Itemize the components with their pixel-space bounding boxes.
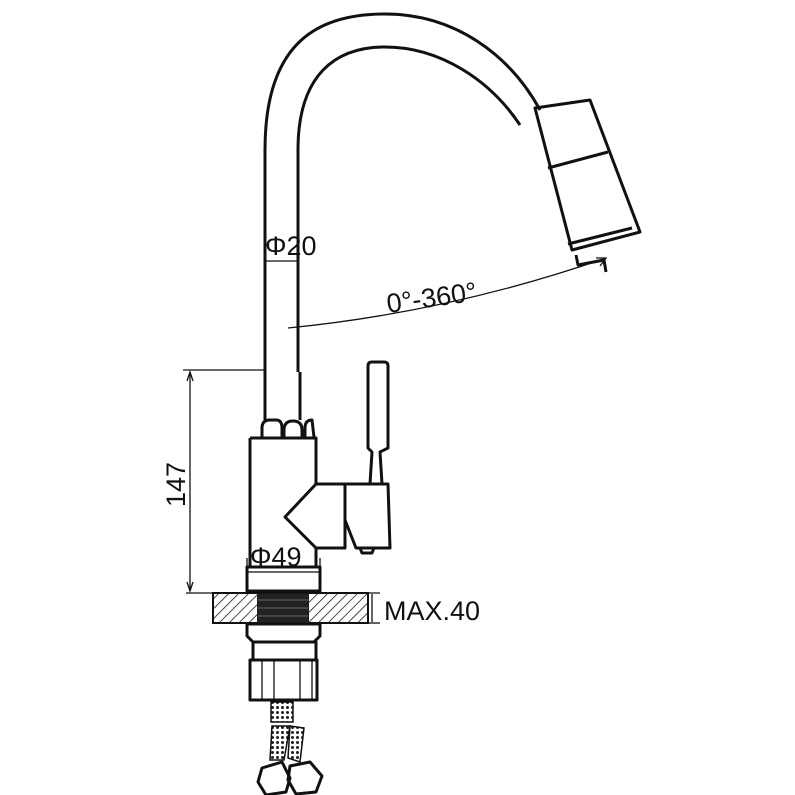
spout-diameter-label: Φ20 (265, 231, 317, 261)
lever-handle (366, 360, 390, 486)
spout (263, 12, 542, 372)
thickness-label: MAX.40 (384, 596, 480, 626)
thickness-dimension (368, 594, 380, 624)
spray-head (533, 98, 642, 273)
base-flange (245, 565, 322, 593)
countertop-section (186, 592, 380, 624)
height-dimension (183, 369, 265, 594)
neck (260, 372, 316, 438)
height-label: 147 (161, 462, 191, 507)
rotation-arc (287, 257, 607, 329)
base-diameter-label: Φ49 (250, 542, 302, 572)
rotation-label: 0°-360° (385, 277, 479, 319)
mounting-hardware (245, 622, 324, 795)
base-diameter-dimension (246, 558, 321, 573)
